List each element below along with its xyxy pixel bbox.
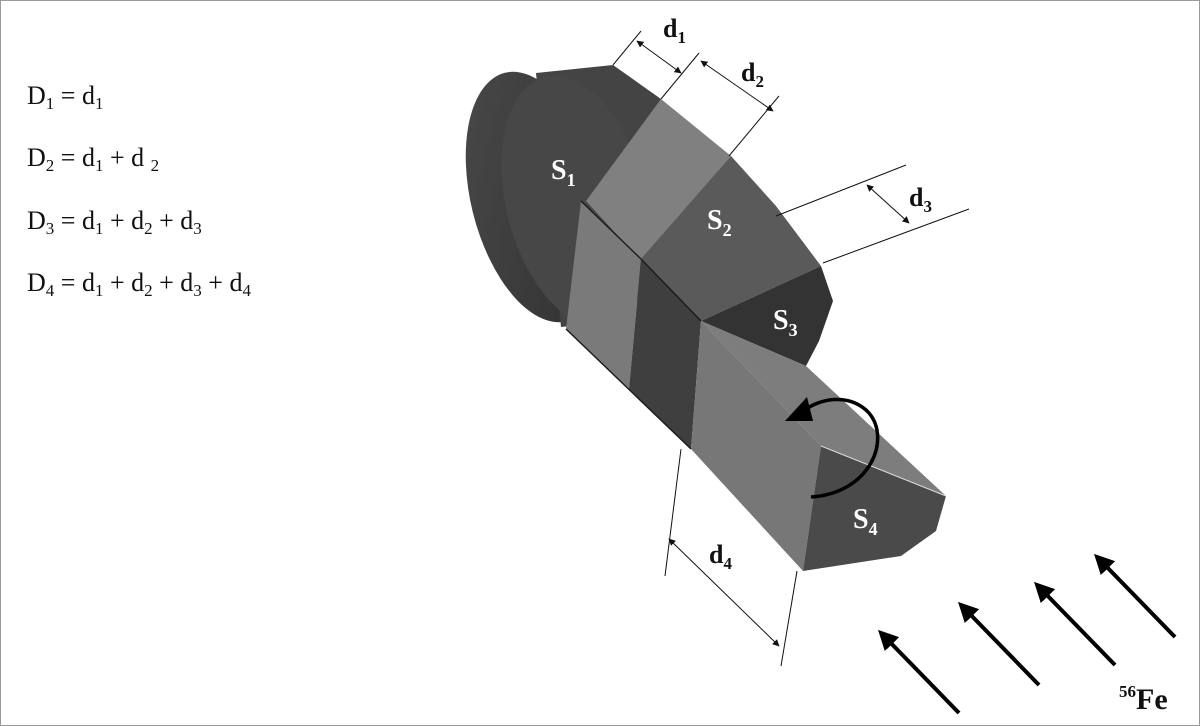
label-letter: d xyxy=(663,14,678,43)
label-letter: S xyxy=(551,155,567,186)
label-letter: d xyxy=(709,540,724,569)
beam-arrow-3 xyxy=(1041,589,1115,665)
label-letter: S xyxy=(853,504,869,535)
label-d4: d4 xyxy=(709,540,732,573)
beam-label: 56Fe xyxy=(1119,682,1168,716)
label-subscript: 3 xyxy=(789,320,798,340)
label-d3: d3 xyxy=(909,183,932,216)
label-subscript: 1 xyxy=(567,170,576,190)
label-letter: S xyxy=(707,205,723,236)
label-letter: d xyxy=(909,183,924,212)
label-subscript: 2 xyxy=(723,220,732,240)
label-letter: d xyxy=(741,58,756,87)
label-subscript: 4 xyxy=(869,519,878,539)
label-d2: d2 xyxy=(741,58,764,91)
label-subscript: 2 xyxy=(755,72,764,91)
label-d1: d1 xyxy=(663,14,686,47)
label-subscript: 3 xyxy=(923,197,932,216)
beam-arrow-1 xyxy=(885,637,959,713)
beam-arrow-2 xyxy=(965,609,1039,685)
label-letter: S xyxy=(773,305,789,336)
label-subscript: 1 xyxy=(677,28,686,47)
label-subscript: 4 xyxy=(723,554,732,573)
beam-arrow-4 xyxy=(1101,561,1175,637)
